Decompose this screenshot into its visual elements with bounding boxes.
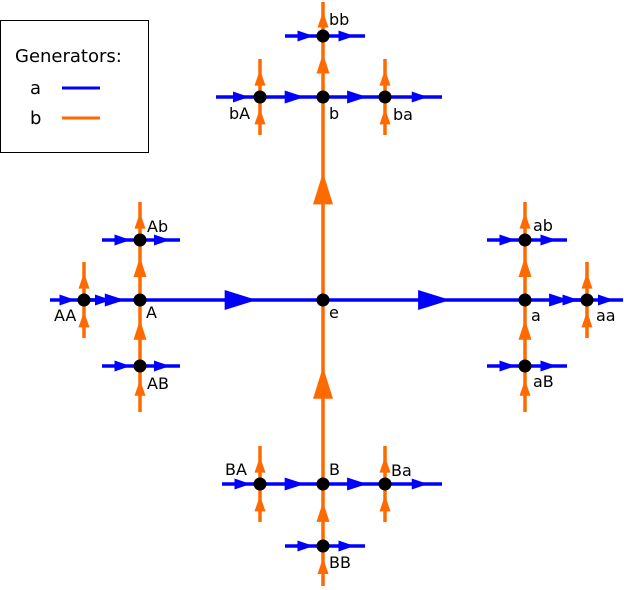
stub-a-out-arrow-AB bbox=[154, 360, 170, 372]
node-label-ba: ba bbox=[393, 105, 413, 124]
node-A bbox=[133, 293, 147, 307]
edge-e-a-arrow bbox=[418, 290, 451, 310]
stub-a-in-arrow-aB bbox=[499, 360, 516, 372]
stub-a-out-arrow-Ab bbox=[154, 234, 170, 246]
node-label-AB: AB bbox=[147, 374, 169, 393]
stub-b-in-arrow-AB bbox=[134, 379, 146, 396]
node-ab bbox=[518, 233, 532, 247]
stub-b-out-arrow-aa bbox=[581, 272, 593, 289]
node-aB bbox=[518, 359, 532, 373]
edge-BA-B-arrow bbox=[284, 477, 305, 491]
stub-a-in-arrow-AA bbox=[59, 294, 76, 306]
node-label-BB: BB bbox=[329, 553, 351, 572]
edge-BB-B-arrow bbox=[316, 501, 330, 522]
stub-a-in-arrow-bA bbox=[233, 91, 249, 103]
stub-b-in-arrow-ba bbox=[379, 108, 391, 125]
node-bA bbox=[253, 90, 267, 104]
node-BB bbox=[316, 539, 330, 553]
stub-b-in-arrow-BA bbox=[254, 495, 266, 512]
edge-b-bb-arrow bbox=[316, 53, 330, 74]
stub-b-in-arrow-AA bbox=[78, 311, 90, 328]
stub-a-in-arrow-BB bbox=[297, 540, 314, 552]
node-B bbox=[316, 477, 330, 491]
edge-a-ab-arrow bbox=[518, 257, 532, 277]
stub-b-in-arrow-aB bbox=[519, 379, 531, 396]
stub-b-in-arrow-Ba bbox=[379, 495, 391, 512]
node-label-Ba: Ba bbox=[391, 461, 412, 480]
stub-a-in-arrow-Ab bbox=[114, 234, 131, 246]
node-label-aa: aa bbox=[596, 306, 616, 325]
node-AA bbox=[77, 293, 91, 307]
node-label-b: b bbox=[329, 104, 339, 123]
stub-a-out-arrow-BB bbox=[338, 540, 355, 552]
node-e bbox=[316, 293, 330, 307]
stub-b-out-arrow-bA bbox=[254, 69, 266, 86]
node-label-A: A bbox=[146, 303, 157, 322]
node-label-bb: bb bbox=[329, 10, 349, 29]
node-Ba bbox=[378, 477, 392, 491]
edge-B-e-arrow bbox=[313, 366, 333, 399]
node-label-B: B bbox=[329, 460, 340, 479]
stub-b-out-arrow-AA bbox=[78, 272, 90, 289]
stub-b-out-arrow-bb bbox=[317, 11, 329, 28]
node-AB bbox=[133, 359, 147, 373]
stub-b-in-arrow-aa bbox=[581, 311, 593, 328]
legend: Generators: a b bbox=[0, 20, 149, 153]
stub-a-out-arrow-Ba bbox=[411, 478, 428, 490]
stub-a-in-arrow-aa bbox=[562, 294, 579, 306]
stub-b-in-arrow-BB bbox=[317, 558, 329, 574]
nodes-layer bbox=[77, 29, 594, 553]
node-label-AA: AA bbox=[54, 306, 76, 325]
edge-A-e-arrow bbox=[224, 290, 257, 310]
stub-b-out-arrow-BA bbox=[254, 456, 266, 473]
legend-title: Generators: bbox=[15, 46, 122, 67]
stub-a-out-arrow-aa bbox=[598, 294, 614, 306]
stub-a-in-arrow-BA bbox=[234, 478, 251, 490]
stub-a-out-arrow-bb bbox=[338, 30, 355, 42]
stub-a-in-arrow-bb bbox=[297, 30, 314, 42]
node-bb bbox=[316, 29, 330, 43]
legend-item-a-label: a bbox=[30, 78, 41, 99]
node-label-Ab: Ab bbox=[147, 217, 168, 236]
edge-b-ba-arrow bbox=[347, 90, 368, 104]
node-label-a: a bbox=[531, 306, 541, 325]
node-label-ab: ab bbox=[533, 216, 553, 235]
node-b bbox=[316, 90, 330, 104]
node-a bbox=[518, 293, 532, 307]
stub-a-out-arrow-ab bbox=[540, 234, 557, 246]
edge-bA-b-arrow bbox=[284, 90, 305, 104]
stub-a-out-arrow-AA bbox=[95, 294, 111, 306]
legend-item-b-label: b bbox=[30, 108, 41, 129]
node-ba bbox=[378, 90, 392, 104]
stub-b-out-arrow-Ab bbox=[134, 212, 146, 229]
edges-layer bbox=[84, 36, 587, 546]
edge-e-b-arrow bbox=[313, 172, 333, 205]
node-label-bA: bA bbox=[229, 104, 250, 123]
node-Ab bbox=[133, 233, 147, 247]
edge-A-Ab-arrow bbox=[133, 257, 147, 277]
node-label-aB: aB bbox=[533, 372, 554, 391]
stubs-layer bbox=[50, 2, 623, 586]
node-BA bbox=[253, 477, 267, 491]
stub-b-out-arrow-ab bbox=[519, 212, 531, 229]
stub-a-out-arrow-aB bbox=[540, 360, 557, 372]
edge-B-Ba-arrow bbox=[347, 477, 368, 491]
node-label-BA: BA bbox=[225, 460, 247, 479]
stub-a-in-arrow-AB bbox=[114, 360, 131, 372]
edge-AB-A-arrow bbox=[133, 319, 147, 340]
node-label-e: e bbox=[329, 303, 339, 322]
stub-a-out-arrow-ba bbox=[411, 91, 428, 103]
node-aa bbox=[580, 293, 594, 307]
stub-b-out-arrow-ba bbox=[379, 69, 391, 86]
edge-aB-a-arrow bbox=[518, 319, 532, 340]
stub-b-in-arrow-bA bbox=[254, 108, 266, 125]
stub-b-out-arrow-Ba bbox=[379, 456, 391, 473]
stub-a-in-arrow-ab bbox=[499, 234, 516, 246]
